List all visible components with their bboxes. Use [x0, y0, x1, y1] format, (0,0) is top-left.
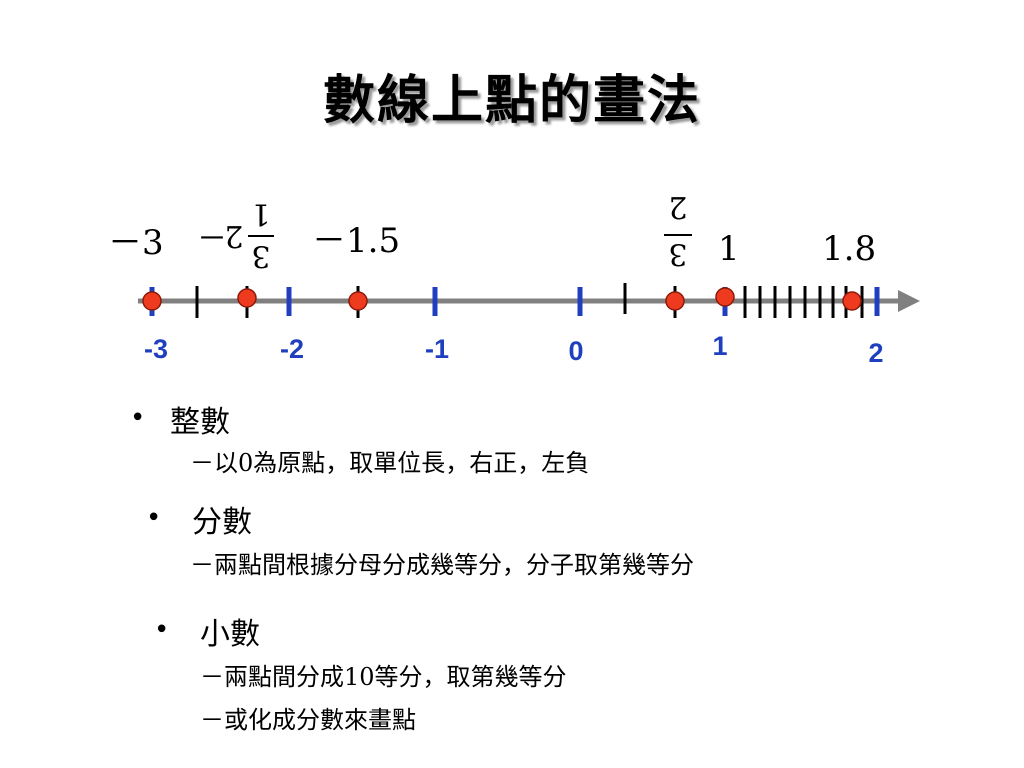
arrow-head-icon [898, 290, 920, 312]
label-neg-mixed-fraction: 1 3 2 － [197, 196, 274, 273]
bullet-sub: －兩點間根據分母分成幾等分，分子取第幾等分 [190, 551, 694, 579]
label-1: 1 [712, 331, 727, 361]
bullet-heading-decimals: 小數 [200, 617, 260, 652]
label-point-neg3: －3 [108, 223, 164, 263]
bullet-sub: －以0為原點，取單位長，右正，左負 [190, 449, 590, 477]
label-2: 2 [868, 338, 883, 368]
point-two-thirds [665, 291, 685, 311]
bullet-marker: • [146, 503, 162, 533]
point-1 [715, 287, 735, 307]
page-title: 數線上點的畫法 [322, 70, 701, 131]
point-neg1-5 [348, 291, 368, 311]
neg-frac-denominator: 3 [251, 238, 270, 273]
bullet-heading-integers: 整數 [170, 405, 230, 440]
label-point-1-8: 1.8 [822, 229, 876, 269]
label-0: 0 [568, 336, 583, 366]
point-neg2-third [237, 288, 257, 308]
bullet-marker: • [130, 403, 146, 433]
number-line-diagram: -3 -2 -1 0 1 2 －3 －1.5 1 1.8 1 3 2 － 2 3 [108, 189, 920, 368]
neg-frac-whole: 2 [224, 218, 243, 253]
bullet-marker: • [154, 615, 170, 645]
label-point-neg1-5: －1.5 [312, 221, 400, 261]
point-neg3 [142, 291, 162, 311]
bullet-sub: －兩點間分成10等分，取第幾等分 [200, 663, 567, 691]
point-1-8 [842, 291, 862, 311]
neg-frac-numerator: 1 [251, 196, 270, 231]
neg-frac-sign: － [197, 218, 227, 253]
label-point-1: 1 [718, 229, 740, 269]
plotted-points [142, 287, 862, 311]
bullet-heading-fractions: 分數 [192, 505, 252, 540]
bullet-list: • 整數 －以0為原點，取單位長，右正，左負 • 分數 －兩點間根據分母分成幾等… [0, 395, 1024, 755]
label-pos-fraction: 2 3 [664, 189, 692, 271]
label-neg1: -1 [425, 334, 449, 364]
pos-frac-numerator: 2 [668, 189, 687, 224]
label-neg3: -3 [144, 334, 168, 364]
pos-frac-denominator: 3 [668, 236, 687, 271]
bullet-sub: －或化成分數來畫點 [200, 706, 416, 734]
label-neg2: -2 [280, 334, 304, 364]
